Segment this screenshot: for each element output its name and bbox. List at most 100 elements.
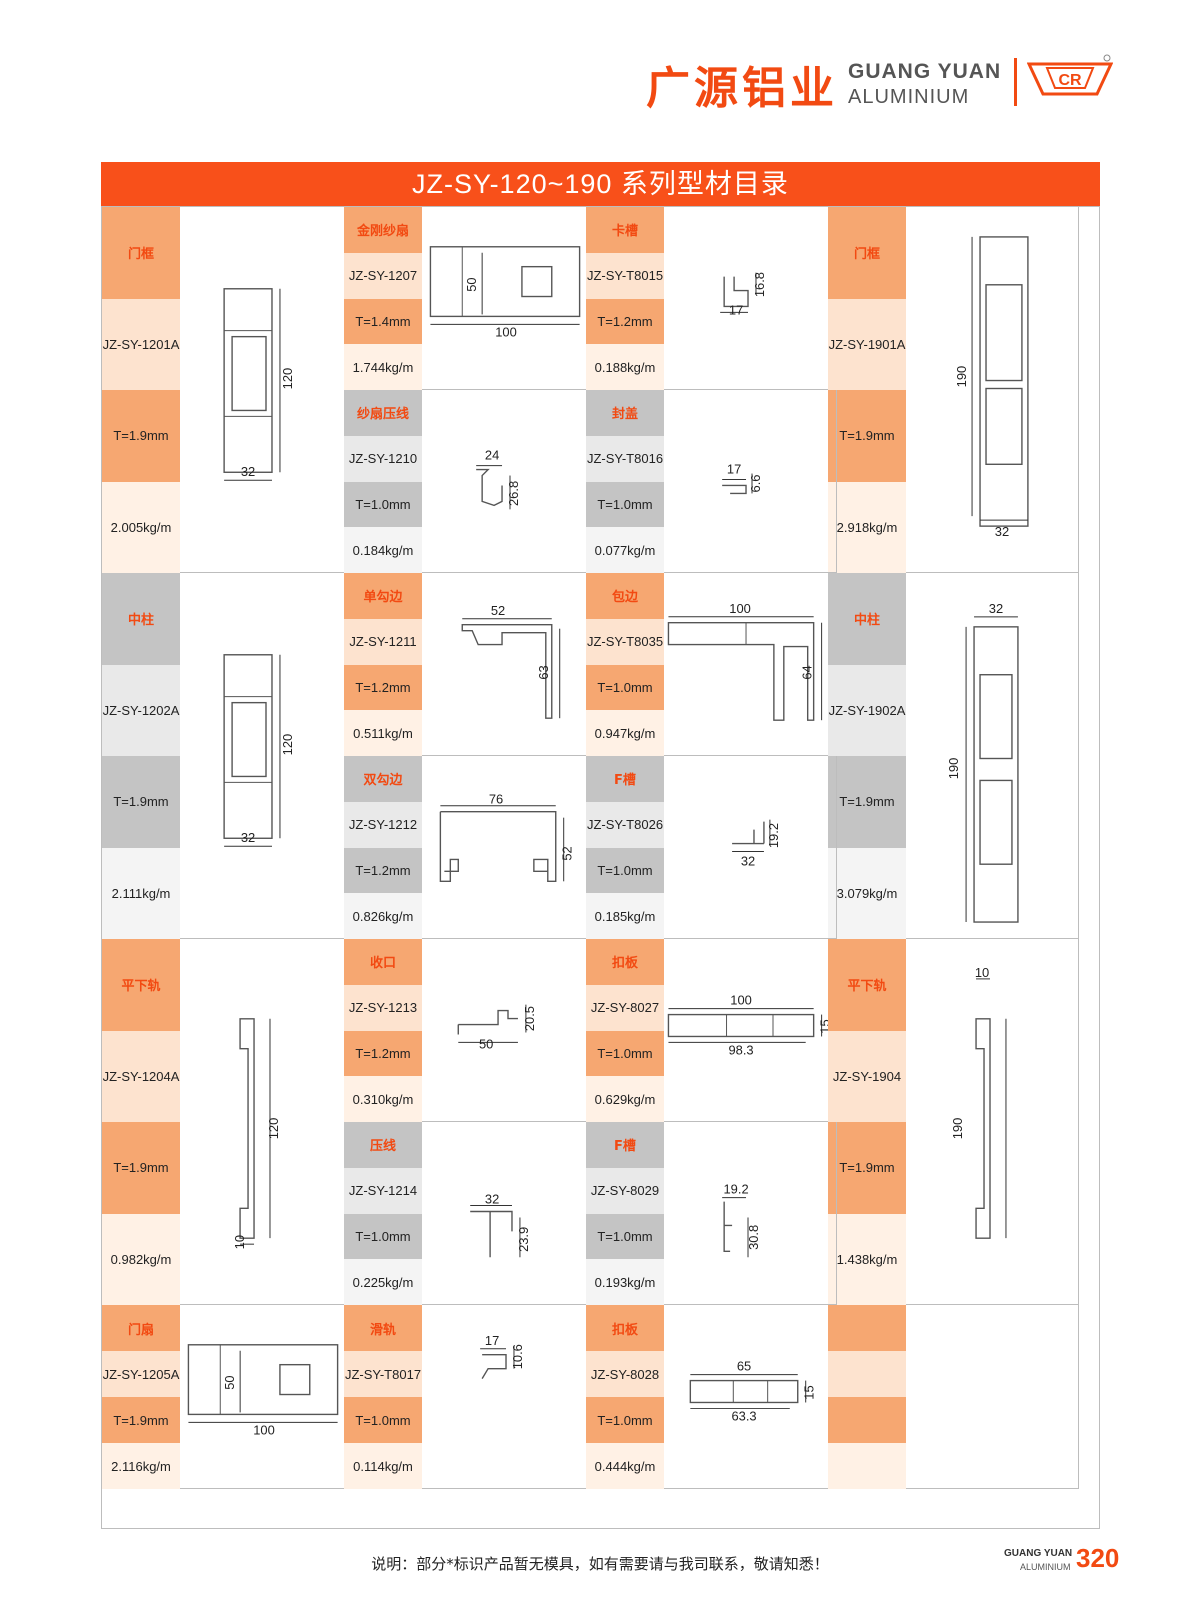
profile-name: 金刚纱扇 [344,207,422,253]
profile-section-drawing: 17 6.6 [664,390,837,572]
dimension-label: 32 [741,853,755,868]
profile-code: JZ-SY-1214 [344,1167,422,1214]
profile-code: JZ-SY-T8016 [586,435,664,482]
profile-code: JZ-SY-8029 [586,1167,664,1214]
profile-name: 封盖 [586,390,664,436]
profile-weight: 0.826kg/m [344,893,422,939]
profile-section-drawing: 120 32 [180,207,353,572]
profile-section-drawing: 76 52 [422,756,595,938]
profile-section-svg: 65 15 63.3 [689,1359,817,1423]
profile-name: 卡槽 [586,207,664,253]
footer-brand: GUANG YUAN [1004,1548,1073,1559]
dimension-label: 24 [485,448,499,463]
profile-name: 压线 [344,1122,422,1168]
dimension-label: 50 [464,277,479,291]
dimension-label: 32 [995,524,1009,539]
profile-name: 门框 [102,207,180,299]
profile-weight: 0.629kg/m [586,1076,664,1122]
dimension-label: 26.8 [506,481,521,506]
profile-section-svg: 17 6.6 [722,462,763,495]
profile-name: F槽 [586,1122,664,1168]
profile-code: JZ-SY-T8026 [586,801,664,848]
profile-thickness: T=1.0mm [586,1213,664,1260]
profile-section-svg: 24 26.8 [476,448,521,510]
profile-weight: 0.982kg/m [102,1213,180,1305]
profile-thickness [828,1397,906,1443]
profile-thickness: T=1.2mm [344,847,422,894]
profile-thickness: T=1.0mm [586,664,664,711]
profile-code: JZ-SY-T8015 [586,252,664,299]
dimension-label: 50 [222,1375,237,1389]
dimension-label: 76 [489,792,503,807]
profile-section-svg: 190 32 [954,236,1029,539]
profile-weight: 0.225kg/m [344,1259,422,1305]
profile-weight: 0.185kg/m [586,893,664,939]
profile-thickness: T=1.0mm [344,1213,422,1260]
profile-code: JZ-SY-8028 [586,1351,664,1397]
profile-section-drawing: 16.8 17 [664,207,837,389]
profile-section-svg: 50 100 [429,246,581,339]
dimension-label: 100 [495,324,517,339]
profile-card [828,1305,1079,1489]
dimension-label: 98.3 [728,1042,753,1057]
dimension-label: 190 [950,1118,965,1140]
dimension-label: 23.9 [516,1227,531,1252]
profile-name: 双勾边 [344,756,422,802]
dimension-label: 65 [737,1359,751,1374]
profile-section-drawing: 50 100 [180,1305,353,1488]
dimension-label: 17 [727,462,741,477]
profile-name: 扣板 [586,1305,664,1351]
profile-section-svg: 190 10 [950,965,1007,1239]
profile-code: JZ-SY-1207 [344,252,422,299]
profile-name: 平下轨 [828,939,906,1031]
profile-section-drawing: 20.5 50 [422,939,595,1121]
dimension-label: 17 [485,1333,499,1348]
profile-thickness: T=1.9mm [828,756,906,848]
profile-code: JZ-SY-1202A [102,664,180,756]
profile-weight: 0.077kg/m [586,527,664,573]
profile-weight: 0.444kg/m [586,1443,664,1489]
brand-name-en-sub: ALUMINIUM [848,86,970,108]
profile-section-svg: 50 100 [187,1344,339,1437]
profile-weight: 0.193kg/m [586,1259,664,1305]
profile-section-drawing: 100 64 [664,573,837,755]
dimension-label: 15 [802,1385,817,1399]
profile-thickness: T=1.9mm [102,756,180,848]
profile-spec-list [828,1305,906,1489]
profile-section-svg: 52 63 [461,603,561,719]
profile-thickness: T=1.0mm [586,481,664,528]
dimension-label: 50 [479,1036,493,1051]
profile-name: 扣板 [586,939,664,985]
footer-note: 说明：部分*标识产品暂无模具，如有需要请与我司联系，敬请知悉！ [371,1555,829,1573]
dimension-label: 19.2 [766,823,781,848]
header-divider [1014,58,1017,106]
profile-code: JZ-SY-1901A [828,298,906,390]
profile-thickness: T=1.0mm [586,1030,664,1077]
profile-weight: 0.188kg/m [586,344,664,390]
profile-section-svg: 100 15 98.3 [667,993,833,1057]
page-number: 320 [1076,1543,1120,1573]
profile-code: JZ-SY-1205A [102,1351,180,1397]
dimension-label: 32 [989,601,1003,616]
profile-weight: 0.947kg/m [586,710,664,756]
svg-text:CR: CR [1058,72,1082,89]
dimension-label: 30.8 [746,1225,761,1250]
dimension-label: 32 [241,830,255,845]
profile-code: JZ-SY-1212 [344,801,422,848]
